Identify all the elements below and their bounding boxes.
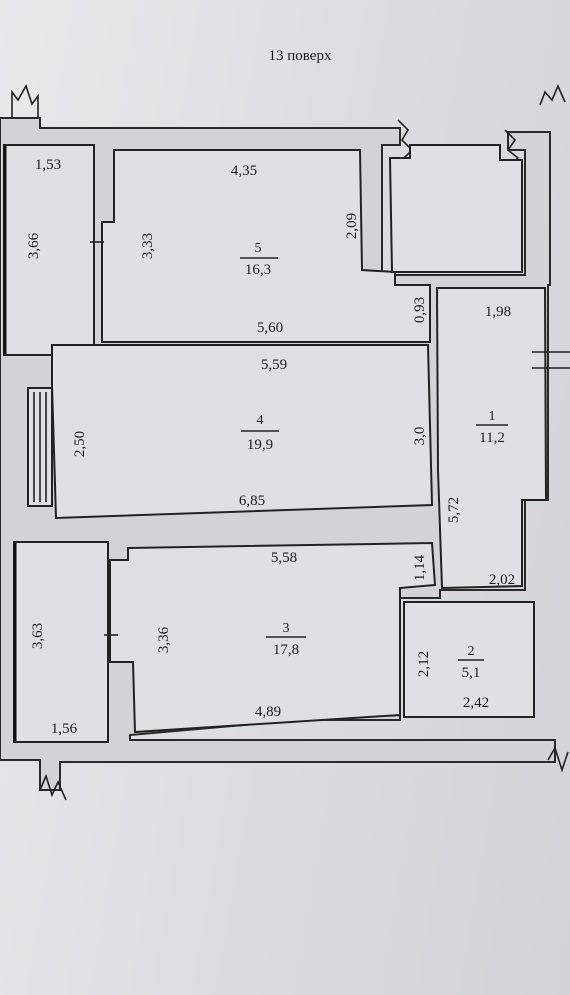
floor-title: 13 поверх bbox=[269, 48, 332, 64]
light-well bbox=[388, 144, 523, 273]
dim-room5-bottom: 5,60 bbox=[257, 320, 283, 336]
svg-text:5,1: 5,1 bbox=[462, 665, 481, 681]
dim-balcony-bottom-width: 1,56 bbox=[51, 721, 78, 737]
dim-balcony-bottom-height: 3,63 bbox=[30, 623, 46, 649]
svg-text:2: 2 bbox=[468, 644, 475, 659]
label-room-2: 2 5,1 bbox=[458, 644, 484, 681]
dim-room3-left: 3,36 bbox=[156, 626, 172, 653]
label-room-4: 4 19,9 bbox=[241, 413, 279, 453]
svg-text:1: 1 bbox=[489, 409, 496, 424]
label-room-1: 1 11,2 bbox=[476, 409, 508, 446]
dim-room1-top: 1,98 bbox=[485, 304, 511, 320]
dim-room2-bottom: 2,42 bbox=[463, 695, 489, 711]
dim-room3-right-step: 1,14 bbox=[412, 554, 428, 581]
dim-corridor-step: 0,93 bbox=[412, 297, 428, 323]
dim-room1-left: 5,72 bbox=[446, 497, 462, 523]
svg-text:5: 5 bbox=[255, 241, 262, 256]
room-1 bbox=[435, 287, 548, 590]
label-room-3: 3 17,8 bbox=[266, 621, 306, 658]
svg-text:4: 4 bbox=[257, 413, 264, 428]
break-mark-top-right bbox=[539, 83, 566, 106]
dim-room5-right-step: 2,09 bbox=[344, 213, 360, 239]
svg-text:3: 3 bbox=[283, 621, 290, 636]
svg-text:16,3: 16,3 bbox=[245, 262, 271, 278]
break-mark-bottom-right bbox=[547, 746, 569, 773]
balcony-top bbox=[3, 144, 95, 356]
dim-room5-top: 4,35 bbox=[231, 163, 257, 179]
dim-room2-left: 2,12 bbox=[416, 651, 432, 677]
dim-balcony-top-height: 3,66 bbox=[26, 232, 42, 259]
balcony-bottom bbox=[13, 541, 109, 743]
dim-room4-bottom: 6,85 bbox=[239, 493, 265, 509]
break-mark-bottom-left bbox=[39, 773, 67, 801]
dim-room3-top: 5,58 bbox=[271, 550, 297, 566]
svg-text:19,9: 19,9 bbox=[247, 437, 273, 453]
break-mark-top-left bbox=[11, 84, 39, 118]
svg-text:11,2: 11,2 bbox=[479, 430, 505, 446]
dim-balcony-top-width: 1,53 bbox=[35, 157, 61, 173]
svg-text:17,8: 17,8 bbox=[273, 642, 299, 658]
dim-room1-bottom: 2,02 bbox=[489, 572, 515, 588]
dim-room5-left: 3,33 bbox=[140, 233, 156, 259]
room-5 bbox=[101, 149, 431, 343]
dim-room3-bottom: 4,89 bbox=[255, 704, 281, 720]
label-room-5: 5 16,3 bbox=[240, 241, 278, 278]
dim-room4-top: 5,59 bbox=[261, 357, 287, 373]
dim-room4-right: 3,0 bbox=[412, 427, 428, 446]
dim-room4-left: 2,50 bbox=[72, 431, 88, 457]
